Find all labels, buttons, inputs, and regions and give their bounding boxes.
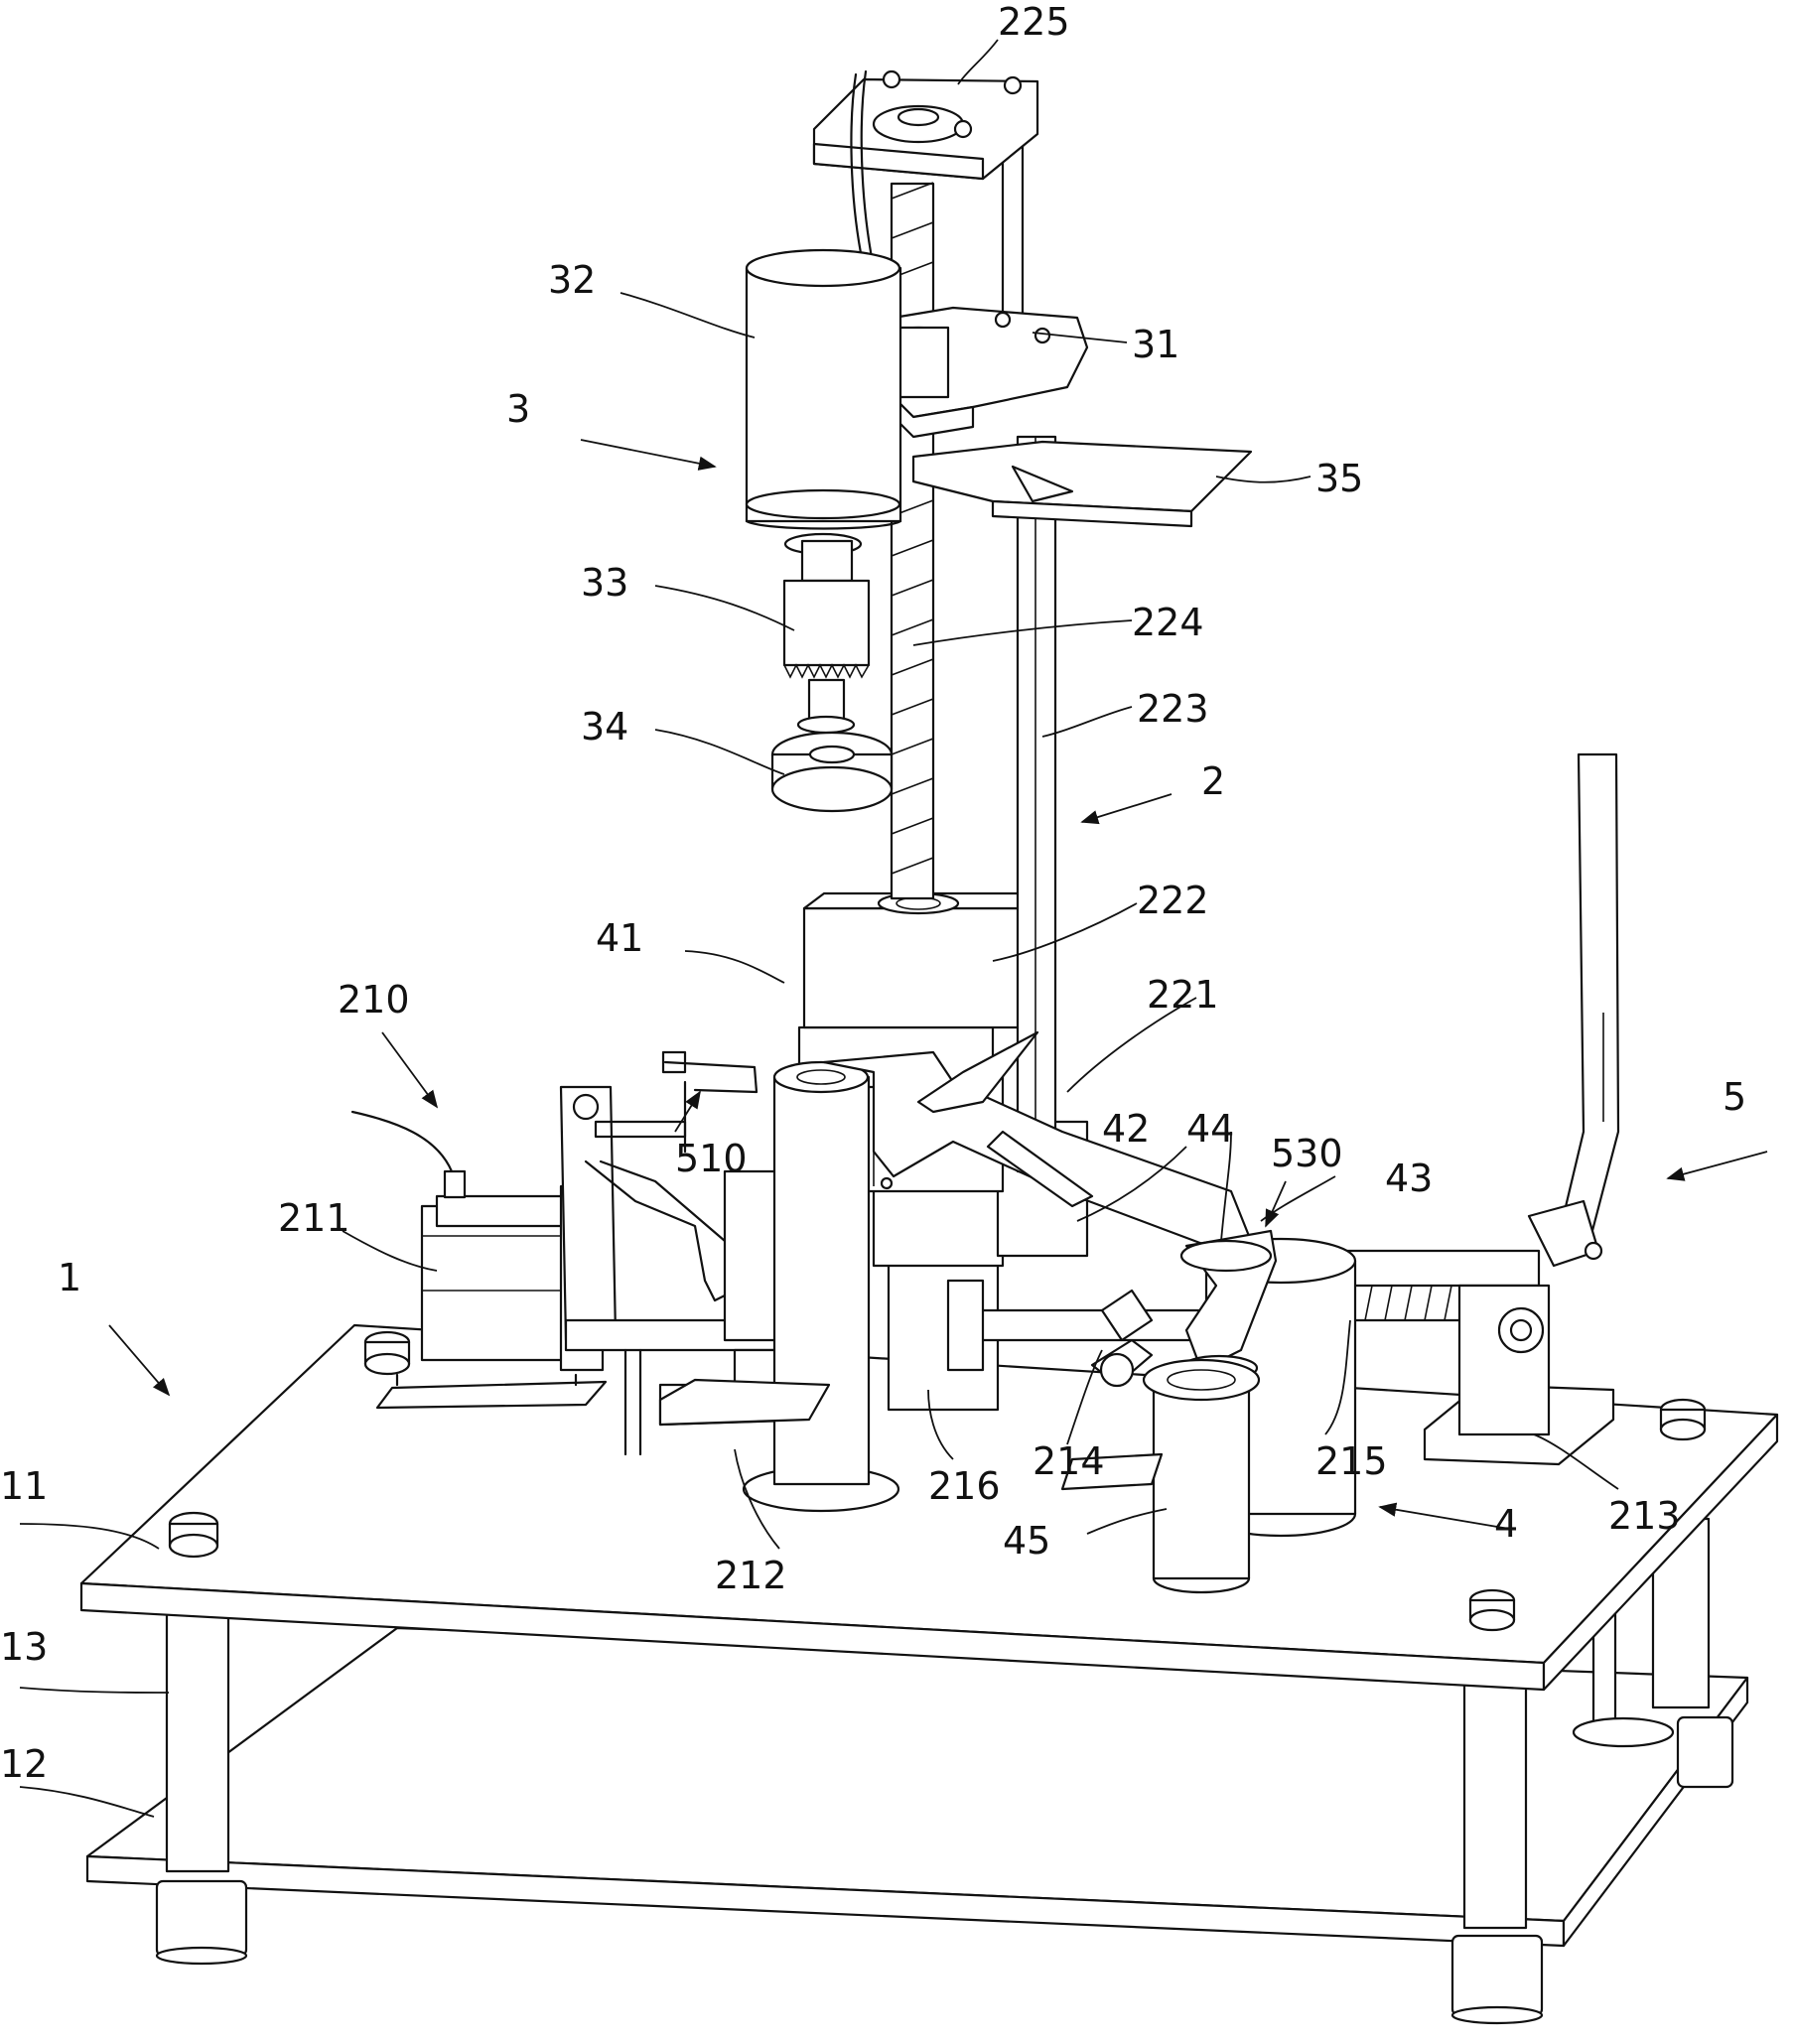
label-45: 45: [1003, 1519, 1050, 1563]
label-214: 214: [1033, 1439, 1105, 1483]
wheel-34: [772, 733, 892, 811]
label-215: 215: [1315, 1439, 1388, 1483]
label-35: 35: [1315, 457, 1363, 500]
label-44: 44: [1186, 1107, 1234, 1151]
label-3: 3: [506, 387, 530, 431]
label-31: 31: [1132, 323, 1179, 366]
label-222: 222: [1137, 879, 1209, 922]
label-34: 34: [581, 705, 628, 749]
label-216: 216: [928, 1464, 1001, 1508]
lever-arm-5: [1529, 754, 1618, 1266]
label-43: 43: [1385, 1157, 1433, 1200]
label-2: 2: [1201, 759, 1225, 803]
label-32: 32: [548, 258, 596, 302]
label-12: 12: [0, 1742, 48, 1786]
label-5: 5: [1723, 1075, 1746, 1119]
bracket-31: [889, 308, 1087, 437]
label-530: 530: [1271, 1132, 1343, 1175]
label-221: 221: [1147, 973, 1219, 1017]
label-4: 4: [1494, 1502, 1518, 1546]
chuck-33: [784, 541, 869, 733]
label-225: 225: [998, 0, 1070, 44]
label-13: 13: [0, 1625, 48, 1669]
tray-35: [913, 442, 1251, 526]
label-212: 212: [715, 1554, 787, 1597]
label-510: 510: [675, 1137, 748, 1180]
label-213: 213: [1608, 1494, 1681, 1538]
label-11: 11: [0, 1464, 48, 1508]
label-223: 223: [1137, 687, 1209, 731]
post-45: [1144, 1360, 1259, 1592]
label-41: 41: [596, 916, 643, 960]
label-224: 224: [1132, 601, 1204, 644]
label-1: 1: [58, 1256, 81, 1299]
label-42: 42: [1102, 1107, 1150, 1151]
label-211: 211: [278, 1196, 350, 1240]
hinge-blocks: [660, 1380, 829, 1425]
label-33: 33: [581, 561, 628, 605]
motor-32: [747, 250, 900, 554]
label-210: 210: [338, 978, 410, 1022]
